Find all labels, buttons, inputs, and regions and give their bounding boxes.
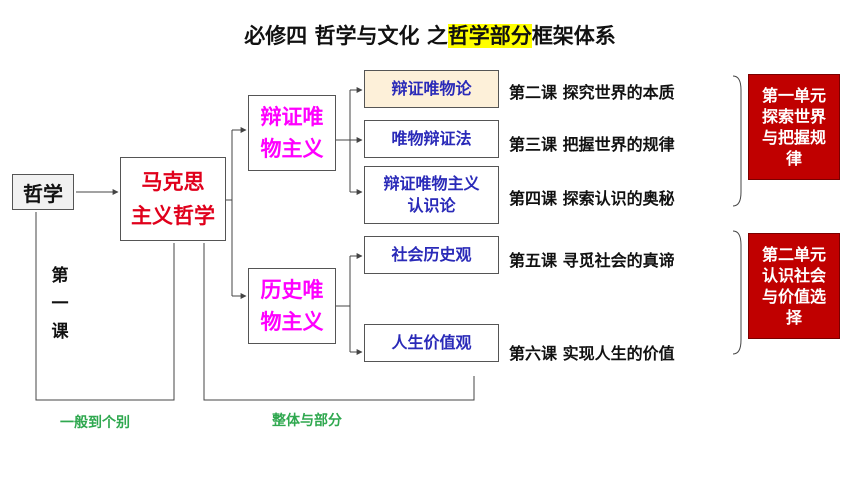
unit-2-badge: 第二单元认识社会与价值选择 [748,233,840,339]
node-dialectical-materialism-theory: 辩证唯物论 [364,70,499,108]
node-social-history-view: 社会历史观 [364,236,499,274]
node-historical-materialism: 历史唯物主义 [248,268,336,344]
page-title: 必修四 哲学与文化 之哲学部分框架体系 [244,24,616,48]
lesson-2: 第二课 探究世界的本质 [509,83,675,102]
node-dialectical-materialism: 辩证唯物主义 [248,95,336,171]
label-whole-and-part: 整体与部分 [272,413,342,429]
node-philosophy: 哲学 [12,174,74,210]
lesson-6: 第六课 实现人生的价值 [509,344,675,363]
title-highlight: 哲学部分 [447,24,532,48]
lesson-3: 第三课 把握世界的规律 [509,135,675,154]
unit-1-badge: 第一单元探索世界与把握规律 [748,74,840,180]
label-general-to-particular: 一般到个别 [60,415,130,431]
lesson-4: 第四课 探索认识的奥秘 [509,189,675,208]
node-life-value-view: 人生价值观 [364,324,499,362]
lesson-5: 第五课 寻觅社会的真谛 [509,251,675,270]
node-marxist-philosophy: 马克思主义哲学 [120,157,226,241]
node-epistemology: 辩证唯物主义认识论 [364,166,499,224]
node-materialist-dialectics: 唯物辩证法 [364,120,499,158]
lesson-1-label: 第一课 [51,266,69,342]
